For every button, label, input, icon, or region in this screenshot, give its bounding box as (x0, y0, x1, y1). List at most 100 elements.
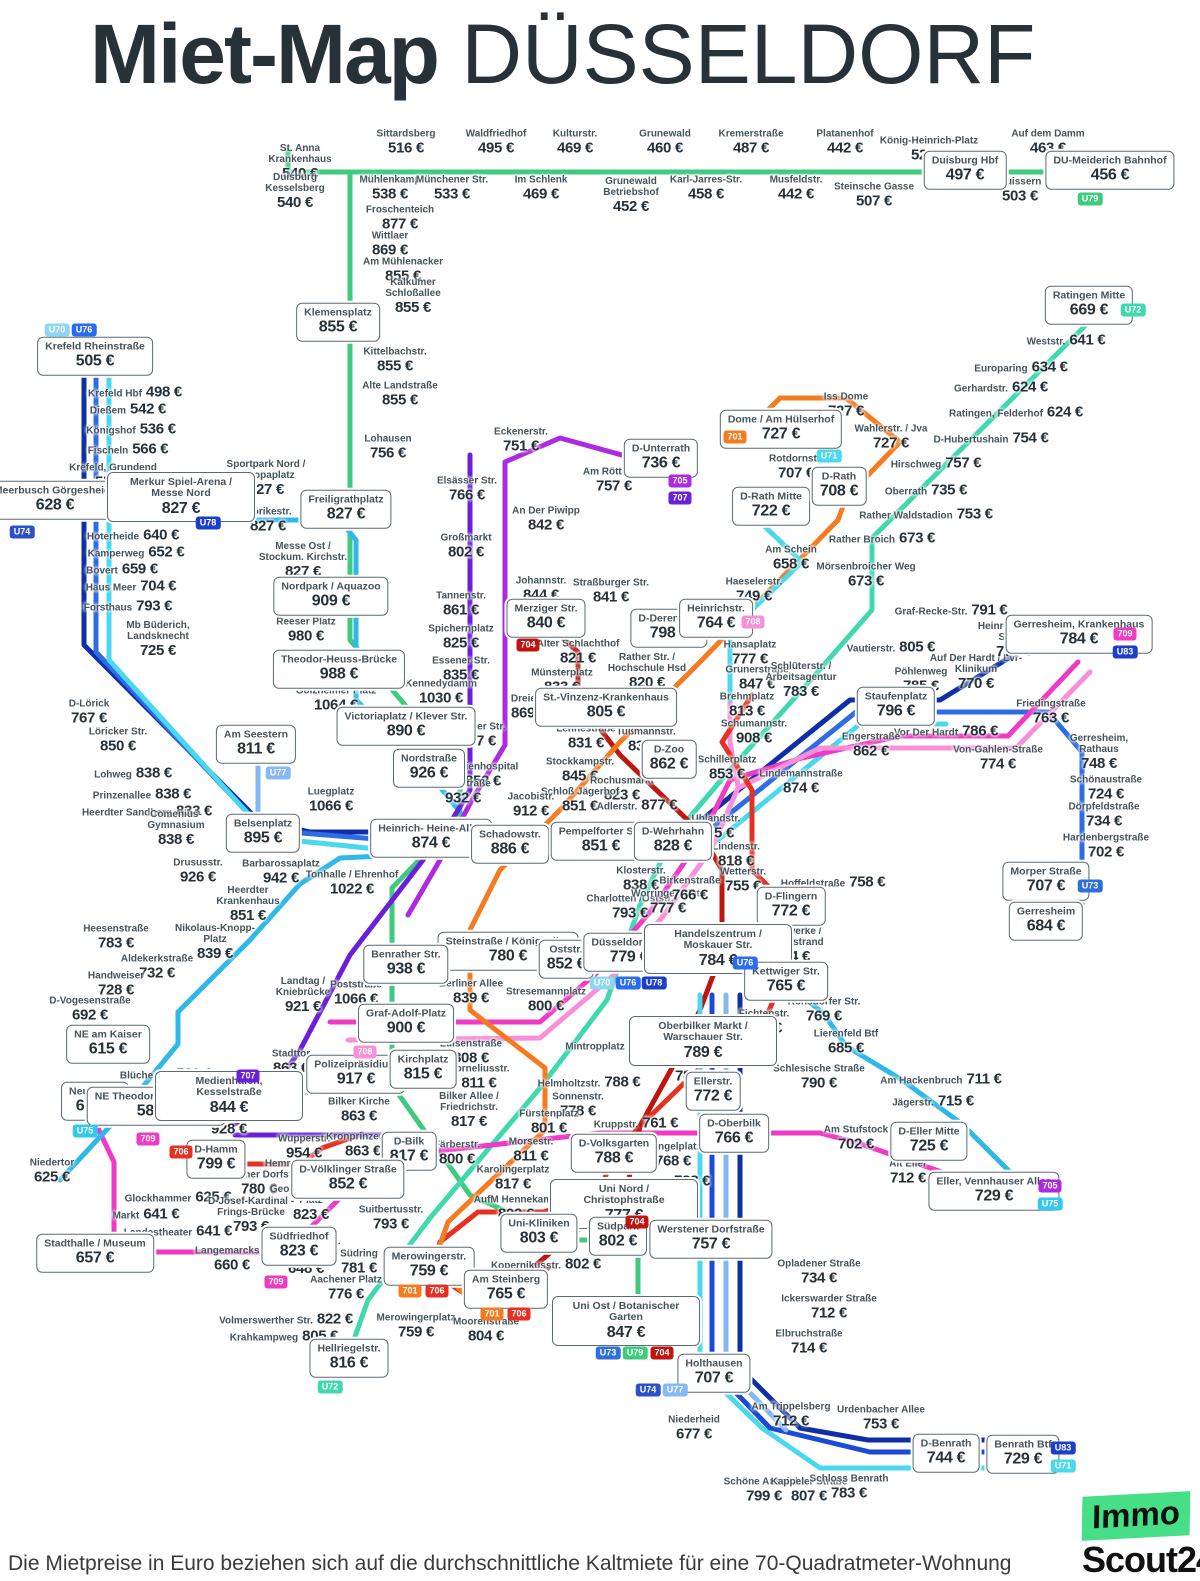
station-name: Gerresheim, Krankenhaus (1013, 618, 1145, 631)
station-name: Heerdter Krankenhaus (216, 885, 280, 907)
line-badge-U72: U72 (1120, 303, 1146, 317)
station-rent-price: 855 € (394, 298, 432, 316)
station-rent-price: 779 € (609, 949, 649, 967)
station-rent-price: 842 € (527, 516, 565, 534)
station-rent-price: 673 € (847, 572, 885, 590)
station-name: Venloer Str. (450, 721, 506, 733)
station-rent-price: 851 € (581, 838, 621, 856)
station-name: Heesenstraße (83, 923, 149, 935)
station-rent-price: 796 € (876, 703, 916, 721)
station-name: Kittelbachstr. (363, 346, 427, 358)
station-name: Steinstraße / Königsallee (445, 935, 571, 948)
station-rent-price: 634 € (1031, 358, 1068, 376)
station-name: Tußmannstr. (616, 726, 676, 738)
station-rent-price: 861 € (442, 601, 480, 619)
station-name: Aldekerkstraße (120, 953, 194, 965)
station-label: Vautierstr.805 € (845, 638, 937, 655)
station-name: Rather Waldstadion (859, 510, 953, 522)
station-rent-price: 732 € (138, 964, 176, 982)
station-rent-price: 542 € (130, 400, 167, 418)
station-rent-price: 729 € (974, 1188, 1014, 1206)
station-name: Forsthaus (83, 602, 133, 614)
station-rent-price: 789 € (683, 1043, 723, 1061)
station-name: Bovert (86, 565, 118, 577)
station-name: D-Hubertushain (933, 434, 1009, 446)
station-name: Prinzenallee (92, 790, 152, 802)
station-name: Krefeld Rheinstraße (45, 340, 145, 353)
station-rent-price: 805 € (586, 704, 626, 722)
station-rent-price: 442 € (826, 139, 864, 157)
station-label: Sonnenstr.778 € (552, 1092, 604, 1120)
station-rent-price: 659 € (121, 560, 158, 578)
station-box-label: Merowingerstr.759 € (383, 1246, 475, 1286)
station-rent-price: 780 € (488, 948, 528, 966)
station-name: Königshof (86, 425, 136, 437)
station-name: Vautierstr. (846, 643, 896, 655)
station-rent-price: 566 € (132, 440, 169, 458)
station-rent-price: 855 € (376, 357, 414, 375)
station-rent-price: 800 € (527, 997, 565, 1015)
station-rent-price: 817 € (450, 1112, 488, 1130)
station-rent-price: 1066 € (333, 990, 379, 1008)
station-name: Heinrichstr. (687, 602, 745, 615)
station-name: Löricker Str. (88, 726, 148, 738)
station-name: D-Josef-Kardinal -Frings-Brücke (207, 1196, 295, 1218)
line-badge-705: 705 (668, 474, 692, 488)
station-name: Steinsche Gasse (833, 181, 915, 193)
station-name: Tannenstr. (436, 590, 486, 602)
station-rent-price: 838 € (157, 830, 195, 848)
station-name: Europaring (974, 363, 1028, 375)
station-label: Wupperstr.954 € (278, 1134, 330, 1162)
station-rent-price: 707 € (694, 1370, 734, 1388)
station-name: D-Oberbilk (707, 1117, 761, 1130)
station-label: Corneliusstr.811 € (448, 1064, 509, 1092)
station-name: Klemensplatz (304, 306, 372, 319)
route-line-mint (349, 319, 1092, 1348)
station-name: Marienhospital (447, 761, 519, 773)
station-name: Glockhammer (124, 1193, 192, 1205)
station-rent-price: 793 € (136, 597, 173, 615)
station-rent-price: 711 € (966, 1070, 1003, 1088)
station-rent-price: 869 € (371, 241, 409, 259)
station-rent-price: 538 € (371, 185, 409, 203)
station-rent-price: 783 € (830, 1484, 868, 1502)
station-rent-price: 673 € (899, 529, 936, 547)
station-name: Uni-Kliniken (508, 1217, 570, 1230)
station-rent-price: 766 € (448, 486, 486, 504)
station-label: Ronsdorfer Str.769 € (788, 997, 861, 1025)
station-name: Schumannstr. (720, 718, 788, 730)
station-name: Eckenerstr. (494, 426, 548, 438)
station-name: Mörsenbroicher Weg (816, 561, 916, 573)
station-label: Morsestr.811 € (509, 1137, 553, 1165)
station-name: Im Schlenk (514, 174, 568, 186)
station-rent-price: 788 € (604, 1073, 641, 1091)
station-rent-price: 757 € (945, 454, 982, 472)
station-rent-price: 516 € (387, 139, 425, 157)
station-rent-price: 807 € (790, 1487, 828, 1505)
station-rent-price: 820 € (628, 673, 666, 691)
station-name: Hoffeldstraße (780, 878, 846, 890)
station-rent-price: 781 € (340, 1259, 378, 1277)
line-badge-U79: U79 (622, 1346, 648, 1360)
station-rent-price: 908 € (735, 729, 773, 747)
station-name: Oberbilker Markt / Warschauer Str. (658, 1020, 748, 1044)
station-name: Münchener Str. (415, 174, 489, 186)
